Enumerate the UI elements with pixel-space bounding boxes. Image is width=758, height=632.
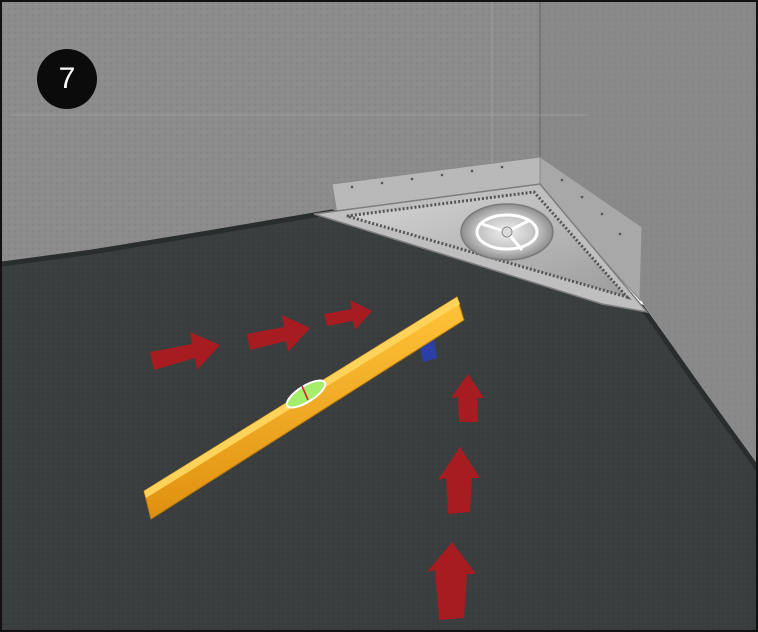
drain-outlet-hub: [502, 227, 512, 237]
step-number-badge: 7: [37, 49, 97, 109]
step-number: 7: [59, 64, 76, 94]
